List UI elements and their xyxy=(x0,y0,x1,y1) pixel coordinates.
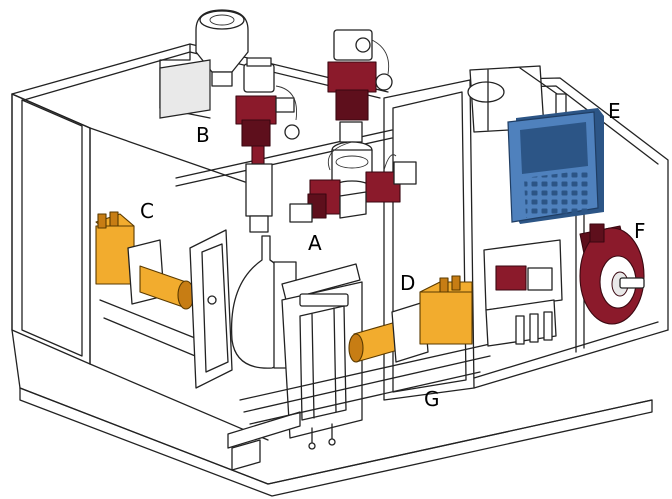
actuator-c xyxy=(95,211,201,359)
callout-g: G xyxy=(424,387,440,411)
valve-b xyxy=(235,57,300,233)
base-rails xyxy=(227,343,491,471)
callout-f: F xyxy=(634,219,646,243)
valve-main xyxy=(327,29,393,200)
mould-assembly xyxy=(189,229,297,389)
hopper xyxy=(159,9,249,119)
callout-c: C xyxy=(140,199,154,223)
control-panel-e xyxy=(507,108,604,224)
actuator-d xyxy=(348,275,473,363)
callout-e: E xyxy=(608,99,621,123)
callout-a: A xyxy=(308,231,322,255)
valve-a xyxy=(289,141,417,223)
callout-d: D xyxy=(400,271,415,295)
motor-f xyxy=(579,223,645,325)
callout-b: B xyxy=(196,123,210,147)
